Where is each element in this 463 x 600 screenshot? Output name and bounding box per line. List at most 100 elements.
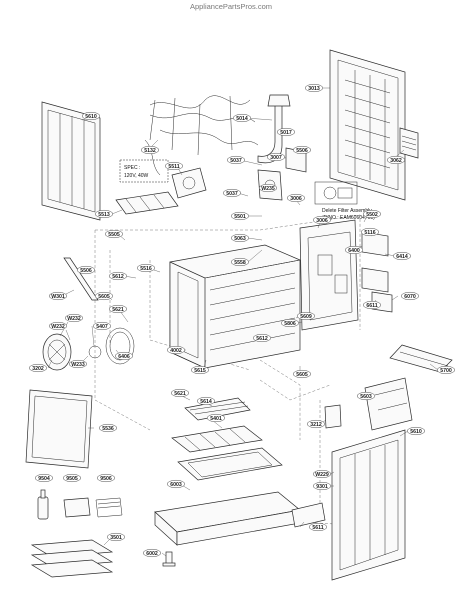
part-number-label: 5501: [234, 214, 246, 220]
part-callout: 5511: [164, 161, 184, 171]
accessory-racks: [30, 539, 114, 578]
callout-oval: [92, 321, 112, 331]
callout-oval: [108, 304, 128, 314]
part-callout: 5700: [436, 365, 456, 375]
insulation-pad: [25, 389, 93, 469]
callout-oval: [276, 127, 296, 137]
part-number-label: W229: [315, 472, 329, 478]
part-callout: 5610: [406, 426, 426, 436]
top-rack: [115, 191, 179, 215]
part-number-label: 3212: [310, 422, 322, 428]
callout-oval: [62, 473, 82, 483]
part-callout: 3007: [266, 152, 286, 162]
callout-oval: [258, 183, 278, 193]
part-callout: 5513: [94, 209, 114, 219]
callout-oval: [252, 333, 272, 343]
part-number-label: 5513: [98, 212, 110, 218]
callout-oval: [386, 155, 406, 165]
callout-oval: [308, 522, 328, 532]
part-number-label: 5612: [112, 274, 124, 280]
part-number-label: 3006: [316, 218, 328, 224]
callout-oval: [296, 311, 316, 321]
side-panel-left: [41, 101, 101, 221]
part-callout: W232: [48, 321, 68, 331]
part-number-label: 5614: [200, 399, 212, 405]
part-number-label: 5605: [296, 372, 308, 378]
part-callout: 5505: [104, 229, 124, 239]
broil-element: [184, 397, 251, 421]
callout-oval: [190, 365, 210, 375]
rear-panel: [329, 49, 406, 201]
part-callout: 5609: [296, 311, 316, 321]
part-callout: 3062: [386, 155, 406, 165]
callout-oval: [142, 548, 162, 558]
part-callout: W235: [258, 183, 278, 193]
part-number-label: 5132: [144, 148, 156, 154]
part-number-label: 5506: [80, 268, 92, 274]
callout-oval: [230, 257, 250, 267]
terminal-bracket: [324, 404, 342, 429]
part-callout: 5605: [94, 291, 114, 301]
callout-oval: [312, 215, 332, 225]
callout-oval: [226, 155, 246, 165]
part-number-label: 5603: [360, 394, 372, 400]
callout-oval: [98, 423, 118, 433]
part-callout: 9504: [34, 473, 54, 483]
part-number-label: 5611: [312, 525, 323, 531]
part-callout: 5017: [276, 127, 296, 137]
fan-blade: [88, 345, 102, 359]
part-number-label: 3202: [32, 366, 44, 372]
callout-oval: [140, 145, 160, 155]
callout-oval: [292, 145, 312, 155]
part-callout: 3212: [306, 419, 326, 429]
svg-text:(P/NO : EAM60604703): (P/NO : EAM60604703): [322, 215, 375, 221]
side-panel-right: [331, 429, 406, 581]
callout-oval: [76, 265, 96, 275]
callout-oval: [312, 481, 332, 491]
callout-oval: [164, 161, 184, 171]
callout-oval: [206, 413, 226, 423]
part-number-label: 5401: [210, 416, 222, 422]
callout-oval: [166, 479, 186, 489]
part-number-label: 6414: [396, 254, 408, 260]
part-number-label: 5615: [194, 368, 206, 374]
part-number-label: 5407: [96, 324, 108, 330]
part-callout: 6003: [166, 479, 186, 489]
part-callout: 4002: [166, 345, 186, 355]
part-number-label: 5558: [234, 260, 246, 266]
svg-text:Delete Filter Assembly: Delete Filter Assembly: [322, 208, 372, 214]
part-callout: 5407: [92, 321, 112, 331]
part-callout: 6400: [344, 245, 364, 255]
callout-oval: [286, 193, 306, 203]
part-number-label: 5536: [102, 426, 114, 432]
part-callout: 5014: [232, 113, 252, 123]
part-number-label: 3501: [110, 535, 122, 541]
callout-oval: [104, 229, 124, 239]
part-callout: 5037: [226, 155, 246, 165]
side-trim-strip: [63, 257, 99, 301]
vent-duct: [257, 94, 291, 164]
watermark: AppliancePartsPros.com: [190, 2, 272, 11]
part-number-label: 3007: [270, 155, 282, 161]
callout-oval: [400, 291, 420, 301]
part-number-label: 5017: [280, 130, 292, 136]
callout-oval: [292, 369, 312, 379]
drawer-glide: [291, 502, 326, 528]
part-number-label: W233: [71, 362, 85, 368]
part-callout: 3501: [106, 532, 126, 542]
callout-oval: [48, 291, 68, 301]
part-callout: 3202: [28, 363, 48, 373]
part-number-label: 9506: [100, 476, 112, 482]
callout-oval: [196, 396, 216, 406]
broiler-pan: [177, 447, 283, 481]
part-number-label: 3013: [308, 86, 320, 92]
part-number-label: 6003: [170, 482, 182, 488]
part-callout: 5610: [81, 111, 101, 121]
control-components: [361, 231, 393, 313]
part-callout: 5132: [140, 145, 160, 155]
part-number-label: 5806: [284, 321, 296, 327]
part-callout: 5116: [360, 227, 380, 237]
part-callout: 5603: [356, 391, 376, 401]
callout-oval: [114, 351, 134, 361]
callout-oval: [81, 111, 101, 121]
